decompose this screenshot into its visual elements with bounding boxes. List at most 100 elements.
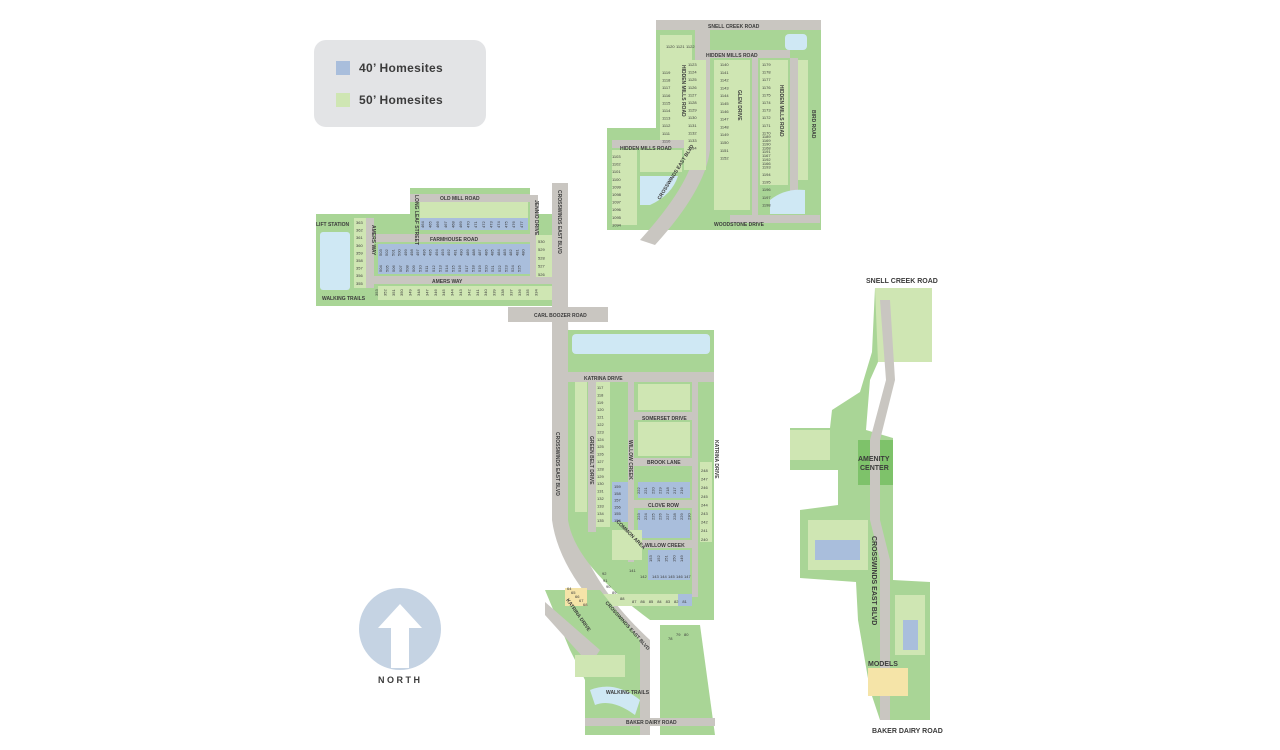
legend-label-50: 50’ Homesites	[359, 93, 443, 107]
lot-number: 223	[636, 513, 641, 520]
lot-number: 343	[458, 289, 463, 296]
lot-number: 221	[643, 487, 648, 494]
lot-number: 1096	[612, 207, 622, 212]
south-section	[545, 588, 715, 735]
lot-number: 1195	[762, 180, 771, 185]
lot-number: 487	[477, 249, 482, 256]
lot-number: 1171	[762, 123, 771, 128]
lot-number: 145	[668, 574, 675, 579]
lot-number: 488	[471, 249, 476, 256]
lot-number: 510	[418, 265, 423, 272]
lot-number: 505	[385, 265, 390, 272]
overview-map	[790, 288, 932, 720]
south-central-section	[568, 330, 714, 620]
lot-number: 1179	[762, 62, 771, 67]
lot-number: 1124	[688, 70, 697, 75]
lot-number: 511	[424, 265, 429, 272]
lot-number: 502	[384, 249, 389, 256]
lot-number: 1113	[662, 116, 671, 121]
lot-number: 358	[356, 258, 363, 263]
lot-number: 497	[415, 249, 420, 256]
lot-number: 340	[483, 289, 488, 296]
lot-number: 226	[658, 513, 663, 520]
lot-numbers: 1119111811171116111511141113111211111110…	[356, 44, 771, 641]
lot-number: 217	[672, 487, 677, 494]
lot-number: 523	[503, 265, 508, 272]
northwest-section	[316, 188, 556, 306]
lot-number: 1118	[662, 78, 671, 83]
lot-number: 1127	[688, 92, 697, 97]
lot-number: 1177	[762, 77, 771, 82]
lot-number: 224	[643, 513, 648, 520]
lot-number: 349	[408, 289, 413, 296]
lot-number: 514	[444, 265, 449, 272]
lot-number: 1140	[720, 62, 729, 67]
lot-number: 87	[632, 599, 637, 604]
label-long-leaf: LONG LEAF STREET	[413, 195, 419, 245]
overview-baker: BAKER DAIRY ROAD	[872, 728, 943, 735]
label-walking-trails-s: WALKING TRAILS	[606, 690, 650, 696]
homesite-legend: 40’ Homesites 50’ Homesites	[314, 40, 486, 127]
lot-number: 341	[475, 289, 480, 296]
legend-item-50: 50’ Homesites	[336, 93, 443, 107]
lot-number: 1141	[720, 70, 729, 75]
lot-number: 1103	[612, 154, 621, 159]
lot-number: 470	[466, 221, 471, 228]
label-jenny: JENNIO DRIVE	[533, 200, 539, 236]
lot-number: 80	[684, 632, 689, 637]
lot-number: 1112	[662, 123, 671, 128]
lot-number: 485	[490, 249, 495, 256]
lot-number: 127	[597, 459, 604, 464]
lot-number: 359	[356, 250, 363, 255]
lot-number: 1094	[612, 222, 622, 227]
lot-number: 498	[409, 249, 414, 256]
label-somerset: SOMERSET DRIVE	[642, 416, 687, 422]
lot-number: 1102	[612, 162, 621, 167]
lot-number: 490	[459, 249, 464, 256]
lot-number: 484	[496, 249, 501, 256]
lot-number: 225	[650, 513, 655, 520]
lot-number: 220	[650, 487, 655, 494]
lot-number: 1116	[662, 93, 671, 98]
lot-number: 495	[428, 249, 433, 256]
lot-number: 353	[374, 289, 379, 296]
lot-number: 530	[538, 239, 545, 244]
lot-number: 1192	[762, 157, 771, 162]
lot-number: 350	[399, 289, 404, 296]
label-willow-creek-v: WILLOW CREEK	[627, 440, 633, 480]
lot-number: 135	[597, 518, 604, 523]
lot-number: 1144	[720, 93, 729, 98]
lot-number: 219	[658, 487, 663, 494]
lot-number: 1132	[688, 130, 697, 135]
overview-models: MODELS	[868, 661, 898, 668]
lot-number: 344	[450, 289, 455, 296]
lot-number: 1172	[762, 115, 771, 120]
label-hidden-mills-1: HIDDEN MILLS ROAD	[706, 53, 758, 59]
lot-number: 529	[538, 247, 545, 252]
lot-number: 351	[391, 289, 396, 296]
lot-number: 1122	[686, 44, 695, 49]
lot-number: 500	[397, 249, 402, 256]
lot-number: 128	[597, 466, 604, 471]
lot-number: 144	[660, 574, 667, 579]
label-hidden-mills-2: HIDDEN MILLS ROAD	[620, 146, 672, 152]
lot-number: 522	[497, 265, 502, 272]
lot-number: 92	[602, 571, 607, 576]
lot-number: 512	[431, 265, 436, 272]
lot-number: 528	[538, 255, 545, 260]
label-amers-way-v: AMERS WAY	[370, 225, 376, 256]
lot-number: 130	[597, 481, 604, 486]
north-label: NORTH	[378, 675, 423, 685]
lot-number: 474	[496, 221, 501, 228]
overview-snell: SNELL CREEK ROAD	[866, 278, 938, 285]
lot-number: 337	[508, 289, 513, 296]
lot-number: 1146	[720, 109, 729, 114]
lot-number: 482	[508, 249, 513, 256]
lot-number: 228	[672, 513, 677, 520]
lot-number: 1169	[762, 138, 771, 143]
lot-number: 504	[378, 265, 383, 272]
overview-crosswinds: CROSSWINDS EAST BLVD	[870, 536, 877, 625]
lot-number: 78	[668, 636, 673, 641]
lot-number: 477	[519, 221, 524, 228]
northeast-section	[607, 20, 821, 245]
